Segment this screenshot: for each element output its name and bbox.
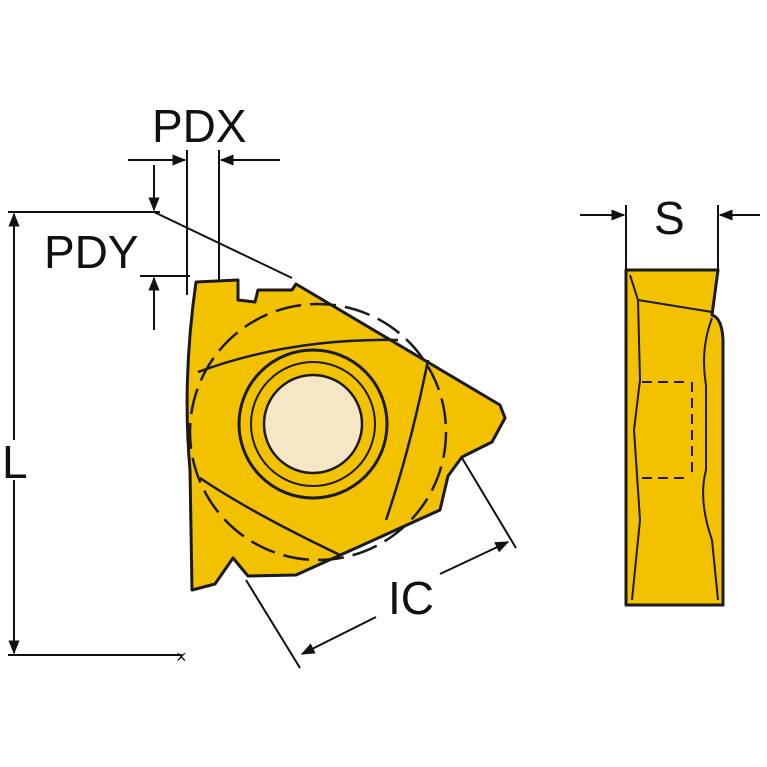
ic-arrow-upper: [439, 541, 510, 575]
side-body: [624, 268, 725, 607]
l-ext-end-tick: ×: [176, 647, 187, 667]
inscribed-circle: [188, 302, 448, 562]
pdy-label: PDY: [44, 226, 139, 278]
ic-arrow-lower: [300, 616, 377, 655]
ic-ext-upper: [461, 457, 517, 549]
pdy-dimension: PDY: [8, 165, 190, 330]
l-label: L: [2, 436, 28, 488]
ic-label: IC: [388, 572, 434, 624]
edge-line-bottom: [199, 476, 341, 557]
side-inner-right: [702, 317, 719, 601]
side-top-chamfer: [637, 299, 713, 313]
edge-line-right: [384, 359, 430, 521]
s-label: S: [654, 192, 685, 244]
edge-line-top: [197, 338, 399, 374]
l-dimension: × L: [2, 212, 187, 667]
side-inner-left: [629, 274, 642, 601]
hole: [262, 373, 364, 475]
ic-ext-lower: [245, 579, 301, 669]
tangent-reference-line: [153, 211, 293, 279]
s-dimension: S: [580, 192, 760, 270]
ic-dimension: IC: [245, 457, 517, 669]
pdx-dimension: PDX: [128, 100, 280, 295]
insert-top-view: [185, 278, 507, 592]
pdx-label: PDX: [152, 100, 247, 152]
insert-side-view: [624, 268, 725, 607]
